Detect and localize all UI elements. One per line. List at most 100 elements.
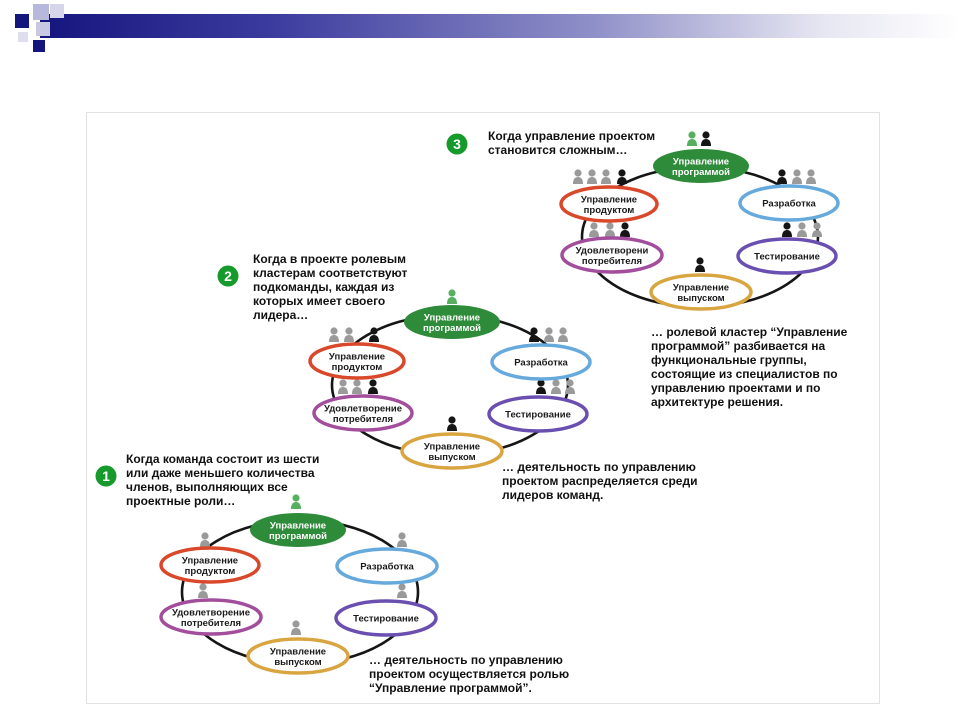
stage-note: программой” разбивается на bbox=[651, 339, 826, 353]
role-label: выпуском bbox=[677, 293, 724, 304]
stage-note: … ролевой кластер “Управление bbox=[651, 325, 848, 339]
person-icon bbox=[777, 169, 787, 184]
person-icon bbox=[587, 169, 597, 184]
role-label: продуктом bbox=[185, 566, 236, 577]
person-icon bbox=[695, 257, 705, 272]
role-label: Управление bbox=[270, 520, 326, 531]
person-icon bbox=[812, 222, 822, 237]
person-icon bbox=[291, 620, 301, 635]
person-icon bbox=[198, 583, 208, 598]
person-icon bbox=[620, 222, 630, 237]
role-label: Управление bbox=[581, 194, 637, 205]
person-icon bbox=[369, 327, 379, 342]
stage-note: … деятельность по управлению bbox=[502, 460, 696, 474]
role-label: программой bbox=[423, 323, 481, 334]
person-icon bbox=[558, 327, 568, 342]
role-label: выпуском bbox=[274, 657, 321, 668]
stage-note: … деятельность по управлению bbox=[369, 653, 563, 667]
person-icon bbox=[544, 327, 554, 342]
person-icon bbox=[551, 379, 561, 394]
stage-caption: лидера… bbox=[253, 308, 308, 322]
person-icon bbox=[806, 169, 816, 184]
role-node-dev: Разработка bbox=[335, 547, 439, 585]
role-label: Управление bbox=[182, 555, 238, 566]
step-number-badge: 1 bbox=[95, 465, 117, 487]
person-icon bbox=[368, 379, 378, 394]
role-label: Удовлетворение bbox=[324, 403, 402, 414]
person-icon bbox=[352, 379, 362, 394]
person-icon bbox=[291, 494, 301, 509]
person-icon bbox=[529, 327, 539, 342]
role-node-dev: Разработка bbox=[738, 184, 840, 222]
stage-caption: становится сложным… bbox=[488, 143, 627, 157]
role-label: Управление bbox=[673, 156, 729, 167]
person-icon bbox=[397, 532, 407, 547]
stage-note: лидеров команд. bbox=[502, 488, 603, 502]
title-gradient bbox=[40, 14, 960, 38]
stage-caption: кластерам соответствуют bbox=[253, 266, 408, 280]
role-label: Удовлетворени bbox=[576, 245, 649, 256]
person-icon bbox=[589, 222, 599, 237]
step-number: 3 bbox=[453, 136, 461, 152]
stage-note: “Управление программой”. bbox=[369, 681, 532, 695]
person-icon bbox=[573, 169, 583, 184]
role-label: Удовлетворение bbox=[172, 607, 250, 618]
person-icon bbox=[797, 222, 807, 237]
role-node-test: Тестирование bbox=[736, 237, 838, 275]
stage-caption: Когда в проекте ролевым bbox=[253, 252, 406, 266]
person-icon bbox=[605, 222, 615, 237]
role-node-test: Тестирование bbox=[487, 395, 589, 433]
role-label: Управление bbox=[424, 312, 480, 323]
person-icon bbox=[329, 327, 339, 342]
role-label: Тестирование bbox=[754, 252, 820, 263]
person-icon bbox=[447, 289, 457, 304]
stage-caption: или даже меньшего количества bbox=[126, 466, 315, 480]
role-label: потребителя bbox=[333, 414, 393, 425]
role-label: Тестирование bbox=[353, 614, 419, 625]
step-number-badge: 2 bbox=[217, 265, 239, 287]
person-icon bbox=[344, 327, 354, 342]
step-number-badge: 3 bbox=[446, 133, 468, 155]
stage-note: архитектуре решения. bbox=[651, 395, 783, 409]
deco-square bbox=[33, 40, 45, 52]
deco-square bbox=[15, 14, 29, 28]
role-label: Управление bbox=[424, 441, 480, 452]
role-label: Тестирование bbox=[505, 410, 571, 421]
role-label: Управление bbox=[329, 351, 385, 362]
stage-caption: членов, выполняющих все bbox=[126, 480, 288, 494]
role-label: выпуском bbox=[428, 452, 475, 463]
role-label: потребителя bbox=[582, 256, 642, 267]
stage-note: управлению проектами и по bbox=[651, 381, 821, 395]
role-node-dev: Разработка bbox=[490, 343, 592, 381]
role-label: программой bbox=[672, 167, 730, 178]
person-icon bbox=[687, 131, 697, 146]
stage-caption: подкоманды, каждая из bbox=[253, 280, 394, 294]
role-label: Разработка bbox=[762, 199, 816, 210]
role-label: потребителя bbox=[181, 618, 241, 629]
stage-caption: Когда управление проектом bbox=[488, 129, 655, 143]
step-number: 2 bbox=[224, 268, 232, 284]
stage-caption: которых имеет своего bbox=[253, 294, 385, 308]
person-icon bbox=[701, 131, 711, 146]
role-label: Разработка bbox=[360, 562, 414, 573]
people-icons bbox=[198, 131, 822, 635]
deco-square bbox=[33, 4, 49, 20]
deco-square bbox=[50, 4, 64, 18]
role-node-test: Тестирование bbox=[334, 599, 438, 637]
person-icon bbox=[565, 379, 575, 394]
stage-caption: Когда команда состоит из шести bbox=[126, 452, 319, 466]
role-nodes: УправлениепрограммойУправлениепродуктомР… bbox=[159, 149, 840, 675]
